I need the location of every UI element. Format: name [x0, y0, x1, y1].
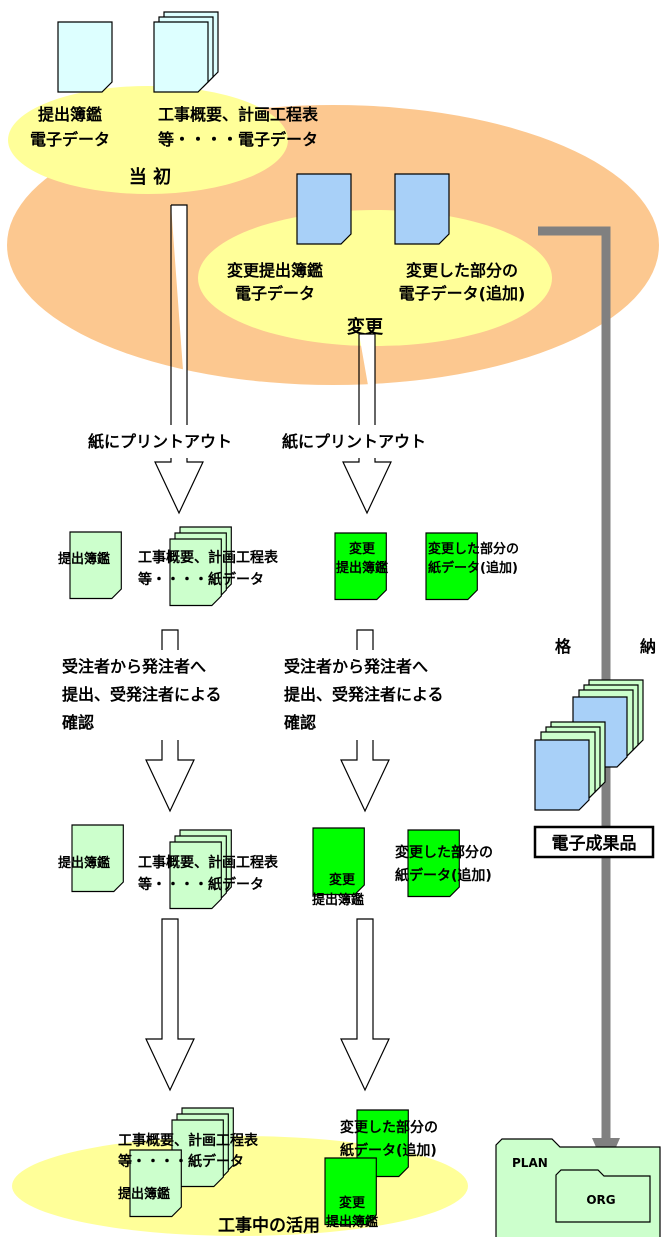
deliverable-label-box	[533, 825, 655, 859]
confirm-arrow-left	[145, 629, 195, 813]
deliverable-stack-icon	[534, 679, 644, 811]
confirmed-submission-label: 提出簿鑑	[58, 855, 110, 871]
print-label-left: 紙にプリントアウト	[88, 432, 232, 451]
confirm-right-line2: 提出、受発注者による	[284, 685, 444, 704]
change-label-ellipse	[198, 210, 552, 346]
deliverable-label: 電子成果品	[552, 833, 637, 854]
usage-change-submission-line1: 変更	[339, 1195, 366, 1211]
usage-change-part-line2: 紙データ(追加)	[340, 1142, 437, 1159]
storage-label-left: 格	[555, 637, 572, 656]
print-arrow-left	[154, 204, 204, 515]
print-arrow-right	[342, 333, 392, 515]
confirm-right-line3: 確認	[284, 713, 316, 732]
paper-outline-line2: 等・・・・紙データ	[138, 571, 264, 588]
change-part-line2: 電子データ(追加)	[399, 284, 526, 303]
paper-outline-line1: 工事概要、計画工程表	[138, 549, 279, 566]
usage-outline-line1: 工事概要、計画工程表	[118, 1132, 259, 1149]
org-folder-icon	[555, 1169, 651, 1223]
change-submission-doc-icon	[296, 173, 352, 245]
initial-label: 当 初	[129, 166, 171, 188]
folder-org-label: ORG	[586, 1193, 615, 1207]
initial-outline-doc-stack-icon	[153, 11, 219, 93]
usage-submission-label: 提出簿鑑	[118, 1186, 170, 1202]
confirmed-change-submission-line1: 変更	[329, 872, 356, 888]
initial-submission-line2: 電子データ	[30, 130, 110, 149]
change-submission-line1: 変更提出簿鑑	[227, 261, 323, 280]
confirmed-change-part-doc-icon	[407, 829, 460, 898]
confirm-left-line1: 受注者から発注者へ	[62, 657, 206, 676]
usage-label: 工事中の活用	[218, 1215, 320, 1236]
usage-arrow-right	[340, 918, 390, 1092]
print-label-right: 紙にプリントアウト	[282, 432, 426, 451]
confirmed-outline-line1: 工事概要、計画工程表	[138, 854, 279, 871]
usage-change-submission-line2: 提出簿鑑	[326, 1214, 378, 1230]
storage-label-right: 納	[640, 637, 656, 656]
usage-change-part-line1: 変更した部分の	[340, 1119, 438, 1136]
folder-plan-label: PLAN	[512, 1156, 548, 1170]
initial-label-ellipse	[8, 86, 288, 194]
paper-submission-label: 提出簿鑑	[58, 551, 110, 567]
paper-change-part-line1: 変更した部分の	[428, 541, 519, 557]
change-part-doc-icon	[394, 173, 450, 245]
confirm-left-line3: 確認	[62, 713, 94, 732]
confirm-arrow-right	[340, 629, 390, 813]
change-label: 変更	[347, 316, 384, 338]
change-part-line1: 変更した部分の	[406, 261, 518, 280]
confirmed-change-part-line1: 変更した部分の	[395, 844, 493, 861]
confirmed-change-submission-line2: 提出簿鑑	[312, 892, 364, 908]
confirmed-change-part-line2: 紙データ(追加)	[395, 867, 492, 884]
paper-change-submission-line2: 提出簿鑑	[336, 560, 388, 576]
usage-outline-line2: 等・・・・紙データ	[118, 1153, 244, 1170]
confirmed-outline-line2: 等・・・・紙データ	[138, 876, 264, 893]
initial-outline-line2: 等・・・・電子データ	[157, 130, 318, 149]
confirm-right-line1: 受注者から発注者へ	[284, 657, 428, 676]
paper-outline-doc-stack-icon	[169, 526, 232, 607]
usage-arrow-left	[145, 918, 195, 1092]
change-submission-line2: 電子データ	[235, 284, 315, 303]
initial-submission-doc-icon	[57, 21, 113, 93]
initial-submission-line1: 提出簿鑑	[38, 105, 102, 124]
confirm-left-line2: 提出、受発注者による	[62, 685, 222, 704]
paper-change-part-line2: 紙データ(追加)	[428, 560, 518, 576]
paper-change-submission-line1: 変更	[349, 541, 376, 557]
initial-outline-line1: 工事概要、計画工程表	[158, 105, 319, 124]
